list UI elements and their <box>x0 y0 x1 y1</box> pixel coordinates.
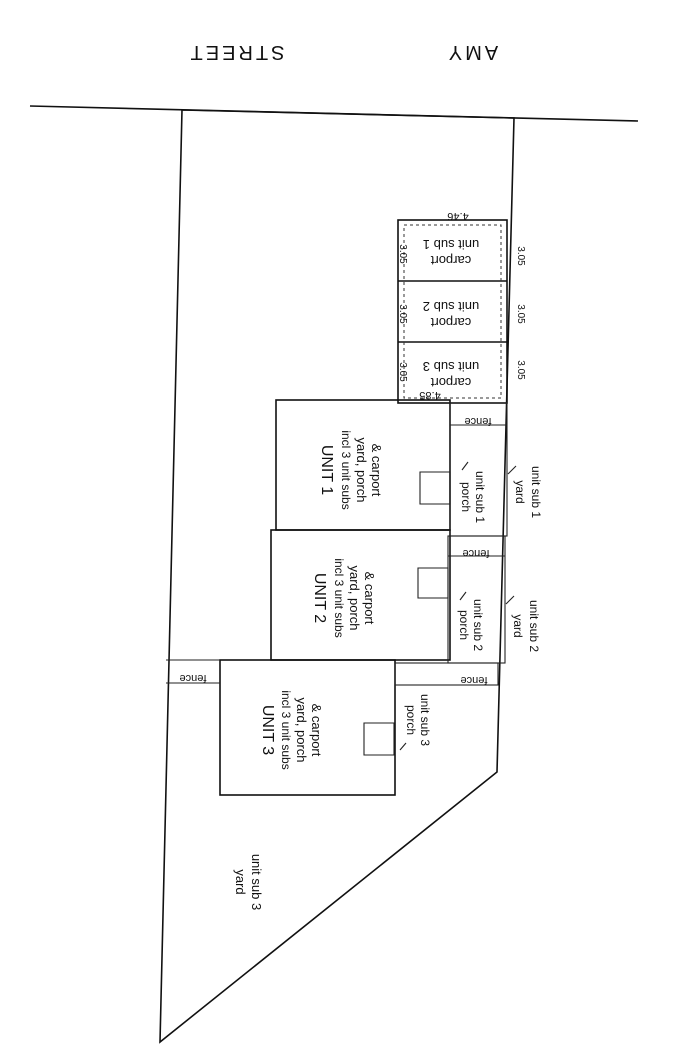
svg-text:unit sub 2: unit sub 2 <box>471 599 485 651</box>
carport-label-1: carport unit sub 1 <box>423 237 479 268</box>
carport-label-3: carport unit sub 3 <box>423 359 479 390</box>
svg-text:4.46: 4.46 <box>447 210 468 222</box>
porch-label-3: porch unit sub 3 <box>404 694 432 746</box>
svg-text:3.05: 3.05 <box>397 244 408 264</box>
svg-text:fence: fence <box>463 547 490 559</box>
svg-text:4.85: 4.85 <box>419 389 440 401</box>
street-label-street: STREET <box>188 41 285 63</box>
leader-ticks <box>399 461 517 751</box>
svg-text:yard: yard <box>513 480 527 503</box>
svg-text:incl 3 unit subs: incl 3 unit subs <box>339 430 353 509</box>
svg-text:yard: yard <box>233 869 248 894</box>
svg-text:& carport: & carport <box>362 572 377 625</box>
svg-text:3.05: 3.05 <box>397 304 408 324</box>
unit-1-label: UNIT 1 incl 3 unit subs yard, porch & ca… <box>318 430 384 509</box>
svg-text:unit sub 1: unit sub 1 <box>529 466 543 518</box>
svg-text:unit sub 2: unit sub 2 <box>527 600 541 652</box>
svg-text:3.05: 3.05 <box>515 360 526 380</box>
svg-text:& carport: & carport <box>309 704 324 757</box>
svg-text:yard: yard <box>511 614 525 637</box>
svg-text:unit sub 2: unit sub 2 <box>423 299 479 314</box>
svg-text:3.05: 3.05 <box>515 246 526 266</box>
svg-text:incl 3 unit subs: incl 3 unit subs <box>279 690 293 769</box>
svg-text:unit sub 3: unit sub 3 <box>249 854 264 910</box>
unit-2-label: UNIT 2 incl 3 unit subs yard, porch & ca… <box>311 558 377 637</box>
svg-text:carport: carport <box>430 315 471 330</box>
lot-boundary <box>159 109 515 1044</box>
svg-text:3.05: 3.05 <box>397 362 408 382</box>
svg-text:fence: fence <box>465 415 492 427</box>
svg-text:yard, porch: yard, porch <box>294 697 309 762</box>
svg-text:yard, porch: yard, porch <box>354 437 369 502</box>
svg-text:unit sub 3: unit sub 3 <box>418 694 432 746</box>
svg-text:fence: fence <box>180 672 207 684</box>
svg-text:incl 3 unit subs: incl 3 unit subs <box>332 558 346 637</box>
porch-label-2: porch unit sub 2 <box>457 599 485 651</box>
svg-text:& carport: & carport <box>369 444 384 497</box>
street-label-amy: AMY <box>446 41 498 63</box>
carport-dimensions: 4.46 4.85 3.05 3.05 3.05 3.05 3.05 3.05 <box>397 210 526 401</box>
svg-text:unit sub 1: unit sub 1 <box>423 237 479 252</box>
unit-3-label: UNIT 3 incl 3 unit subs yard, porch & ca… <box>259 690 324 769</box>
carport-label-2: carport unit sub 2 <box>423 299 479 330</box>
yard-label-2: yard unit sub 2 <box>511 600 541 652</box>
svg-text:porch: porch <box>457 610 471 640</box>
yard-label-1: yard unit sub 1 <box>513 466 543 518</box>
svg-text:UNIT 3: UNIT 3 <box>259 705 276 755</box>
svg-text:unit sub 3: unit sub 3 <box>423 359 479 374</box>
yard-label-3: yard unit sub 3 <box>233 854 264 910</box>
svg-text:porch: porch <box>459 482 473 512</box>
fence-labels: fence fence fence fence <box>180 415 492 686</box>
svg-text:UNIT 2: UNIT 2 <box>311 573 328 623</box>
svg-text:3.05: 3.05 <box>515 304 526 324</box>
svg-text:carport: carport <box>430 375 471 390</box>
svg-text:unit sub 1: unit sub 1 <box>473 471 487 523</box>
porch-label-1: porch unit sub 1 <box>459 471 487 523</box>
svg-text:fence: fence <box>461 674 488 686</box>
svg-text:carport: carport <box>430 253 471 268</box>
svg-text:yard, porch: yard, porch <box>347 565 362 630</box>
svg-text:porch: porch <box>404 705 418 735</box>
svg-text:UNIT 1: UNIT 1 <box>318 445 335 495</box>
unit-buildings <box>166 399 508 796</box>
